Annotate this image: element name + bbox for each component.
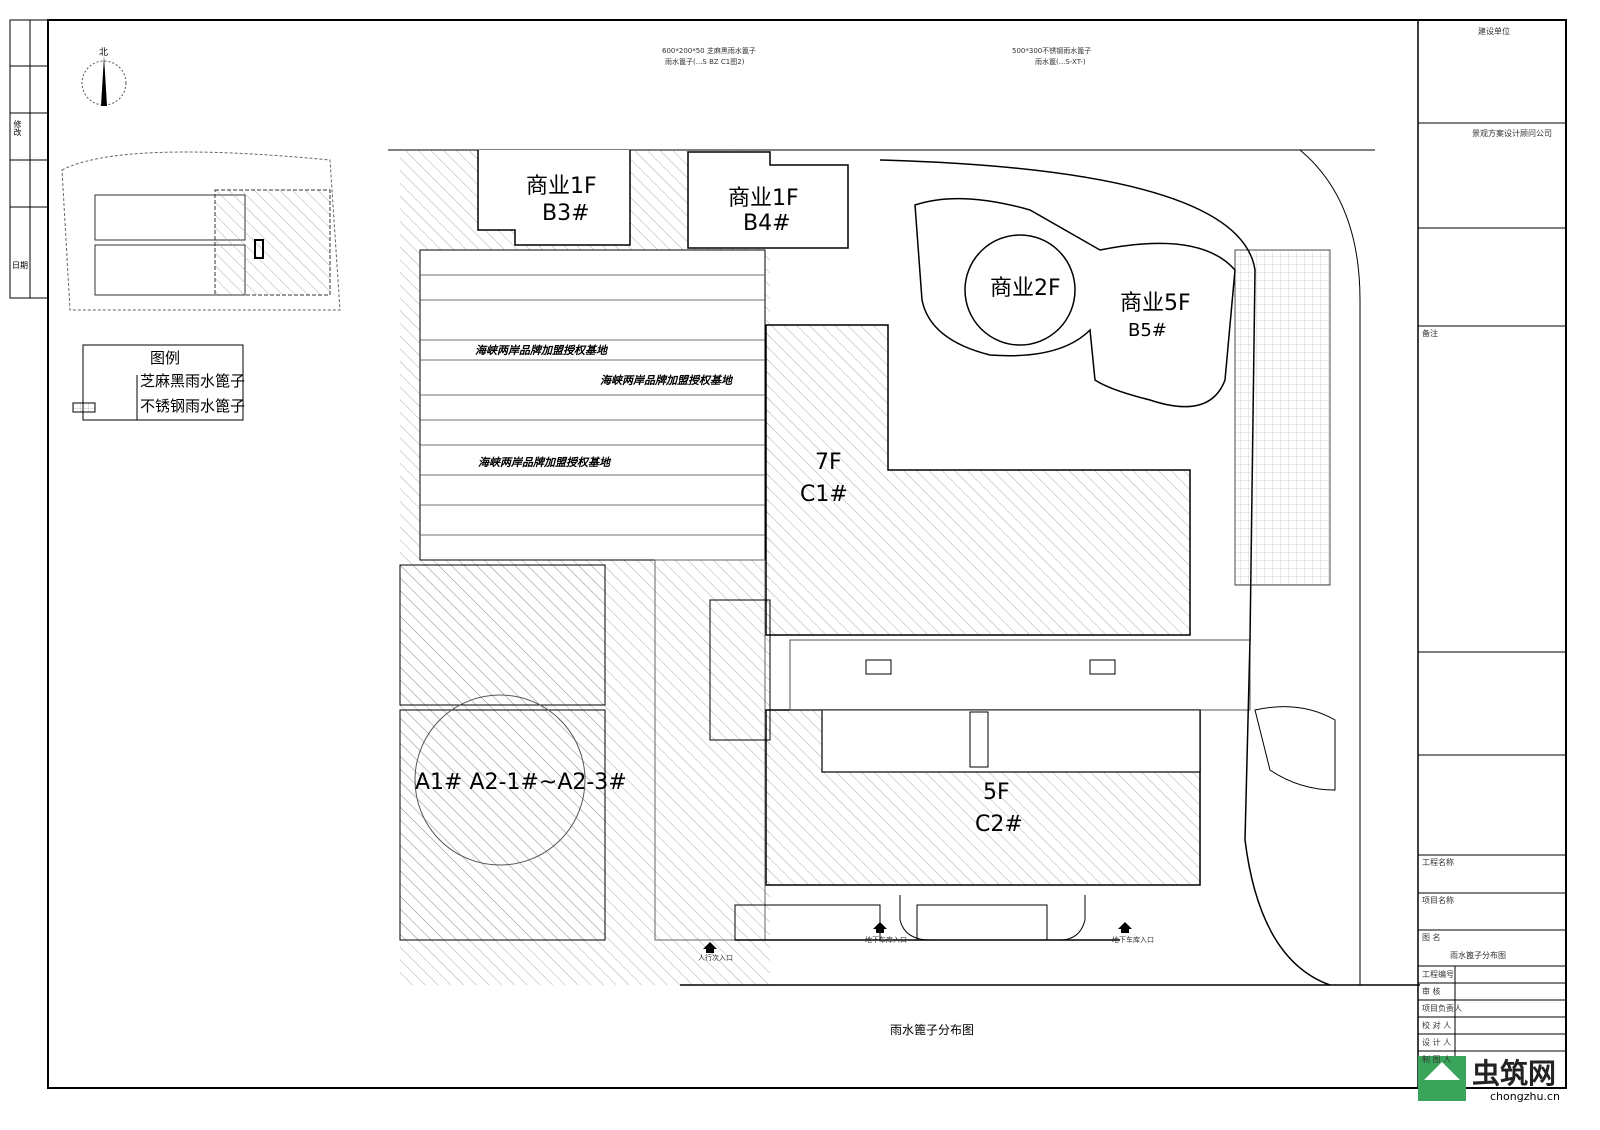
building-b4-floor: 商业1F (728, 186, 799, 211)
title-row-label: 设 计 人 (1422, 1038, 1452, 1047)
designer-name: 景观方案设计顾问公司 (1472, 129, 1552, 138)
stainless-grate-legend-icon (72, 402, 96, 413)
legend-item: 芝麻黑雨水篦子 (140, 372, 246, 390)
left-strip-label: 日期 (12, 261, 28, 270)
item-name-label: 项目名称 (1422, 896, 1454, 905)
title-row-label: 审 核 (1422, 987, 1441, 996)
drawing-name-label: 图 名 (1422, 933, 1441, 942)
entrance-arrow-icons (703, 922, 1132, 953)
building-c2-label: C2# (975, 812, 1023, 837)
remarks-label: 备注 (1422, 329, 1438, 338)
key-plan (61, 151, 341, 311)
banner-text: 海峡两岸品牌加盟授权基地 (600, 374, 732, 387)
building-b3-label: B3# (542, 201, 590, 226)
building-b5-floor2: 商业2F (990, 276, 1061, 301)
note-grate-b-ref: 雨水篦(...S-XT-) (1035, 58, 1086, 66)
banner-text: 海峡两岸品牌加盟授权基地 (475, 344, 607, 357)
building-b5-label: B5# (1128, 320, 1167, 341)
building-b3-floor: 商业1F (526, 174, 597, 199)
legend-item: 不锈钢雨水篦子 (140, 397, 246, 415)
main-plan (388, 149, 1420, 986)
north-arrow-icon (81, 60, 127, 106)
entrance-label: 地下车库入口 (865, 936, 907, 944)
building-c2-floor: 5F (983, 780, 1010, 805)
project-name-label: 工程名称 (1422, 858, 1454, 867)
watermark-brand: 虫筑网 (1472, 1057, 1557, 1090)
title-row-label: 校 对 人 (1422, 1021, 1452, 1030)
building-b5-floor5: 商业5F (1120, 291, 1191, 316)
revision-strip (9, 19, 49, 299)
watermark-url: chongzhu.cn (1490, 1090, 1560, 1103)
title-row-label: 制 图 人 (1422, 1055, 1452, 1064)
client-label: 建设单位 (1478, 27, 1510, 36)
note-grate-b: 500*300不锈钢雨水篦子 (1012, 47, 1092, 55)
note-grate-a-ref: 雨水篦子(...S BZ C1图2) (665, 58, 745, 66)
north-label: 北 (99, 48, 109, 58)
title-row-label: 项目负责人 (1422, 1004, 1462, 1013)
building-a-label: A1# A2-1#~A2-3# (415, 770, 627, 795)
legend-box (82, 344, 244, 421)
legend-title: 图例 (150, 349, 181, 367)
building-c1-label: C1# (800, 482, 848, 507)
drawing-title: 雨水篦子分布图 (890, 1023, 975, 1037)
banner-text: 海峡两岸品牌加盟授权基地 (478, 456, 610, 469)
building-b4-label: B4# (743, 211, 791, 236)
drawing-frame (47, 19, 1567, 1089)
entrance-label: 人行次入口 (698, 954, 733, 962)
left-strip-label: 修改 (13, 120, 22, 136)
title-row-label: 工程编号 (1422, 970, 1454, 979)
drawing-name: 雨水篦子分布图 (1450, 951, 1506, 960)
note-grate-a: 600*200*50 芝麻黑雨水篦子 (662, 47, 756, 55)
entrance-label: 地下车库入口 (1112, 936, 1154, 944)
building-c1-floor: 7F (815, 450, 842, 475)
